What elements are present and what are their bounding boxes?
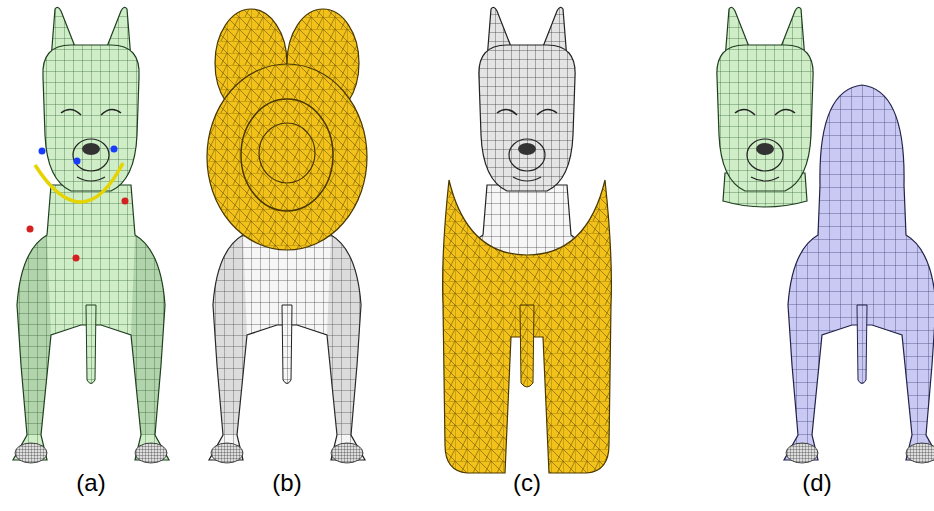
dog-mesh-b bbox=[207, 9, 367, 463]
panel-label: (a) bbox=[76, 470, 105, 496]
head-mesh bbox=[43, 7, 139, 191]
tail-mesh bbox=[86, 305, 96, 384]
side-shading bbox=[17, 235, 165, 435]
cage-body bbox=[443, 180, 612, 473]
head-mesh bbox=[479, 7, 575, 191]
face-detail bbox=[497, 109, 557, 181]
cage-tail bbox=[520, 305, 534, 387]
dog-body-d bbox=[784, 85, 934, 463]
tail-mesh bbox=[857, 305, 867, 384]
red-point bbox=[73, 255, 80, 262]
dog-mesh-a bbox=[13, 7, 169, 463]
panel-label: (c) bbox=[513, 470, 541, 496]
blue-point bbox=[39, 148, 46, 155]
red-point bbox=[27, 226, 34, 233]
dog-mesh-c bbox=[443, 7, 612, 473]
body-mesh bbox=[784, 85, 934, 460]
face-detail bbox=[735, 109, 795, 181]
tail-mesh bbox=[282, 305, 292, 384]
cage-ring bbox=[241, 99, 333, 211]
side-shading bbox=[213, 235, 361, 435]
red-point bbox=[122, 198, 129, 205]
panel-label: (d) bbox=[802, 470, 831, 496]
cut-curve bbox=[35, 163, 123, 202]
paw-mesh bbox=[211, 443, 363, 463]
paw-mesh bbox=[786, 443, 934, 463]
cage-head bbox=[207, 64, 367, 250]
blue-point bbox=[111, 146, 118, 153]
face-detail bbox=[61, 109, 121, 181]
panel-label: (b) bbox=[272, 470, 301, 496]
head-mesh bbox=[717, 7, 813, 191]
cage-ring bbox=[259, 123, 315, 183]
blue-point bbox=[74, 158, 81, 165]
paw-mesh bbox=[15, 443, 167, 463]
dog-head-d bbox=[717, 7, 813, 207]
body-mesh bbox=[13, 185, 169, 460]
